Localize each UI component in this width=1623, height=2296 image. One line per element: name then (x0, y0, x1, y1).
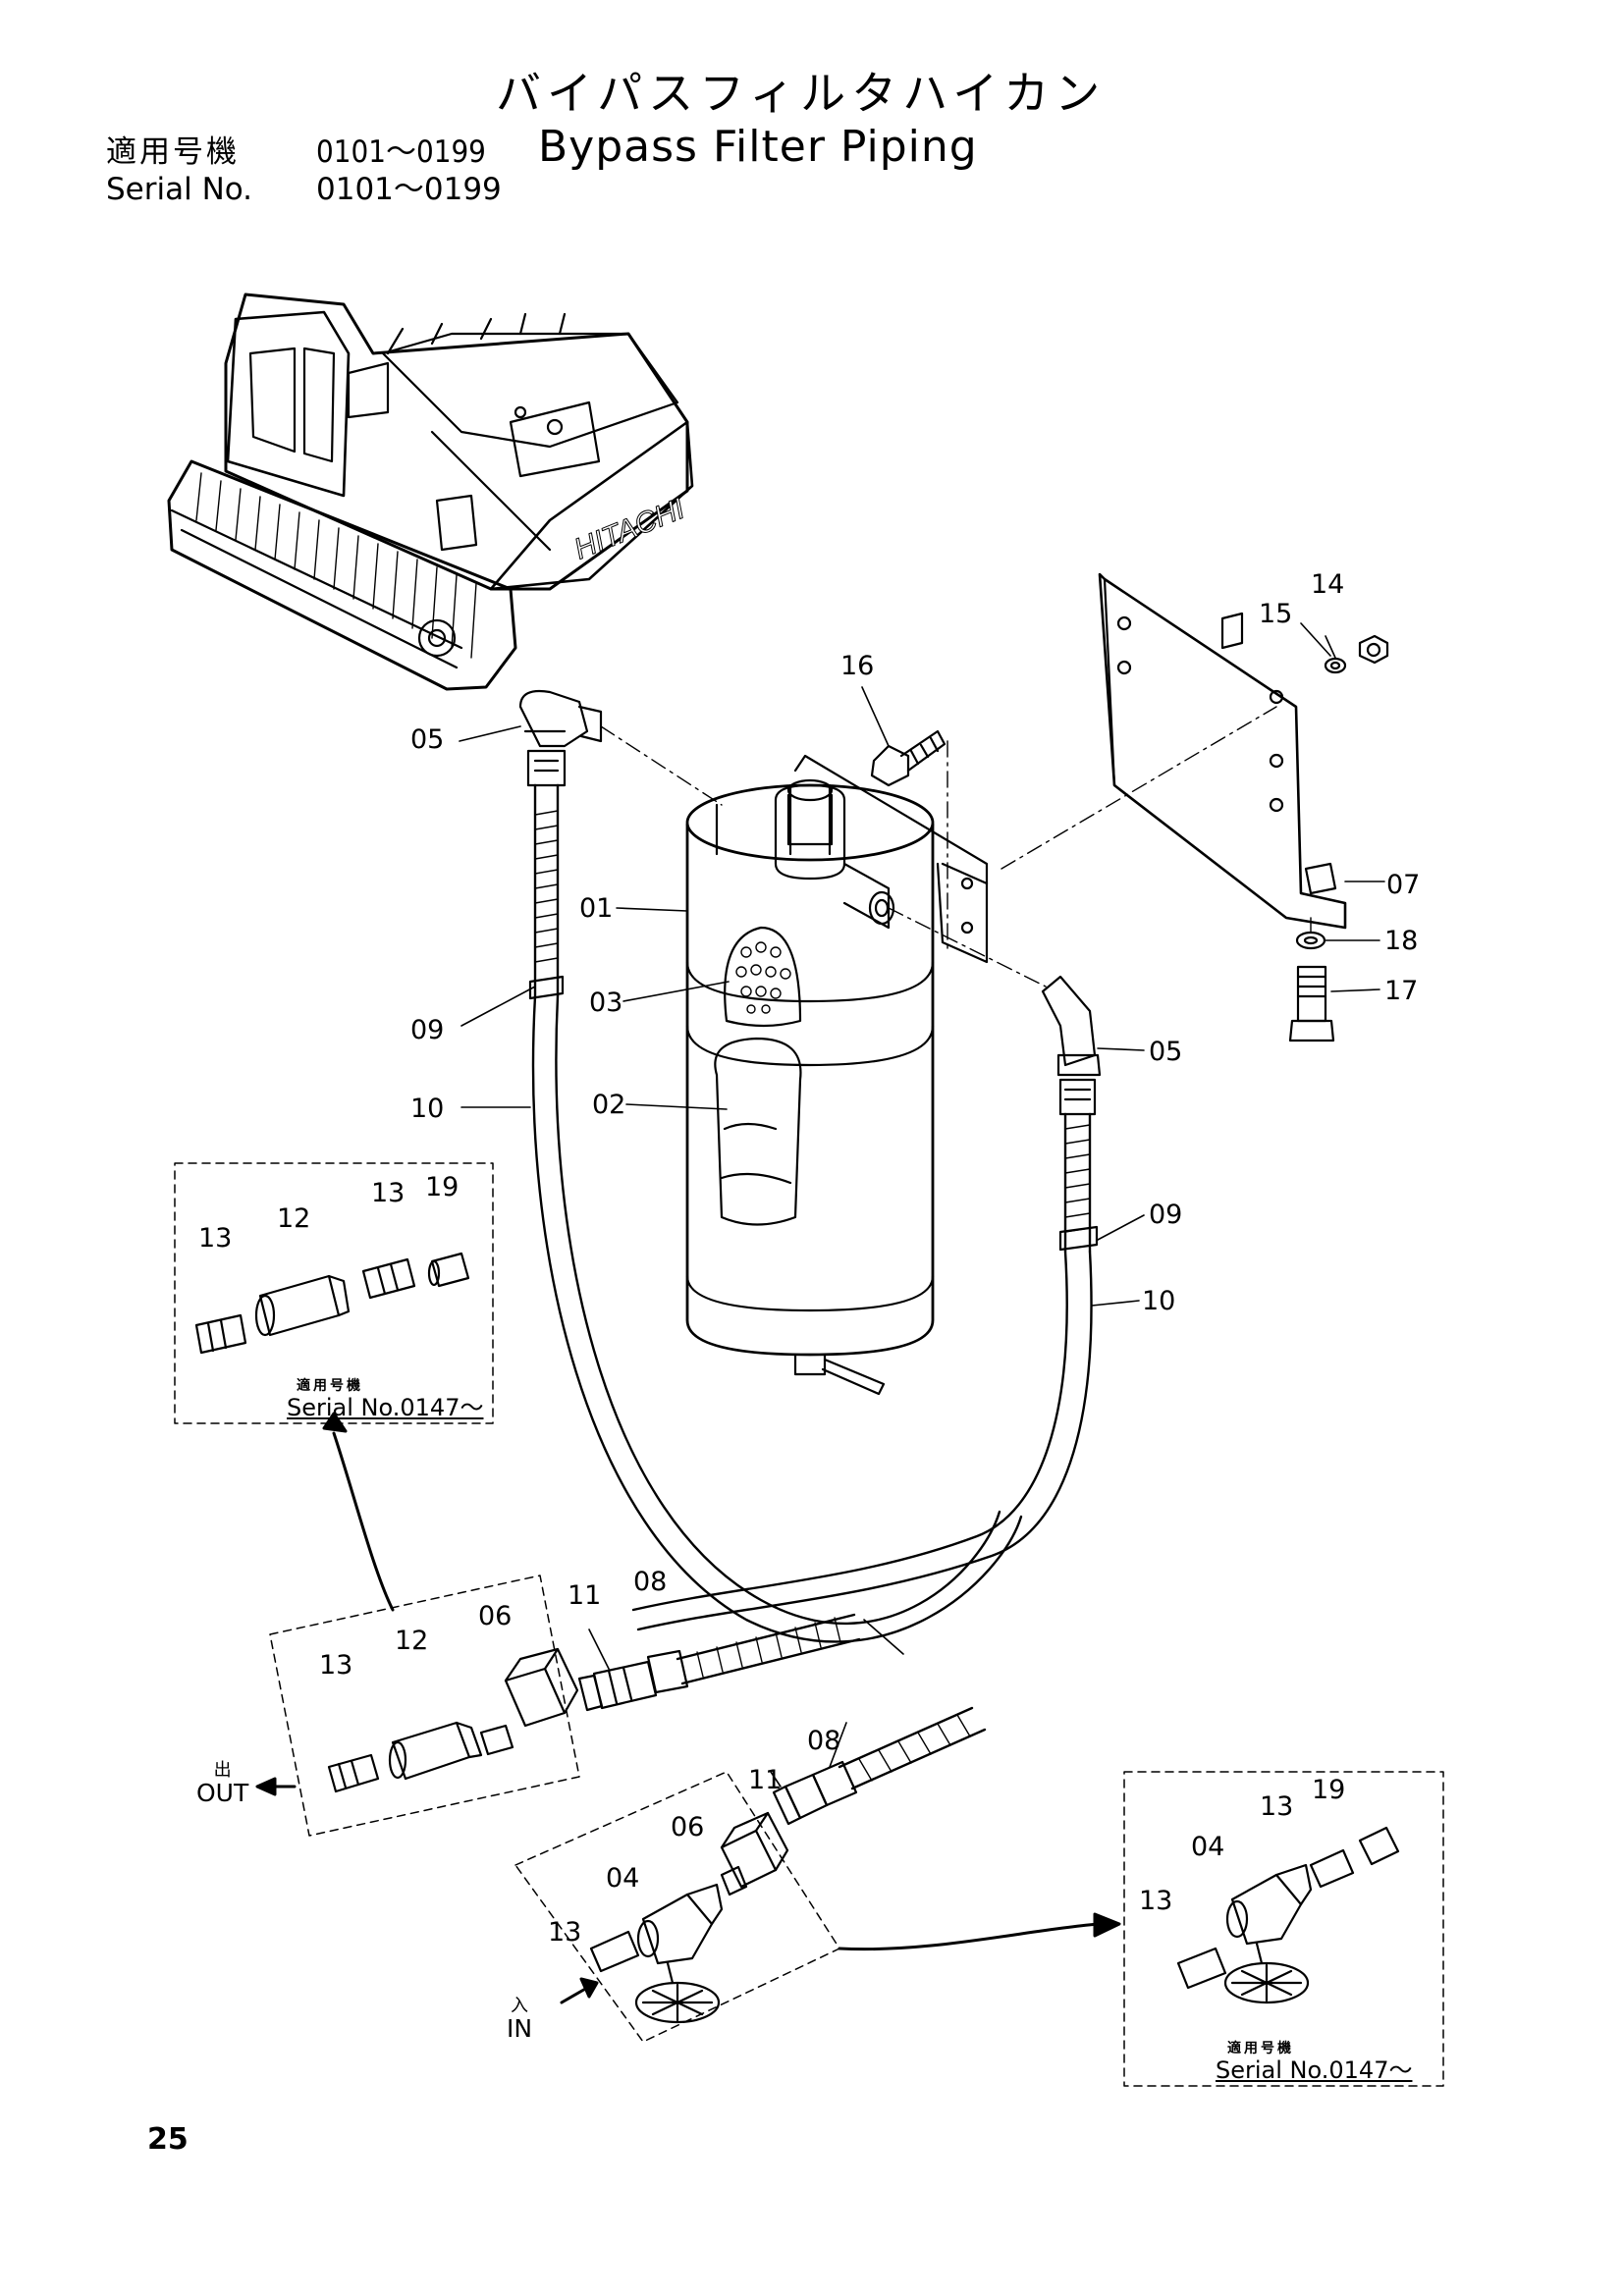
bypass-filter-assembly (685, 754, 989, 1396)
inlet-direction-label: 入 IN (507, 1996, 533, 2043)
label-part-05-right: 05 (1149, 1037, 1183, 1067)
label-part-15: 15 (1259, 599, 1293, 629)
washer-18 (1295, 931, 1326, 950)
label-in-part-06: 06 (671, 1812, 705, 1842)
hose-08-lower (811, 1706, 987, 1807)
label-part-10-right: 10 (1142, 1286, 1176, 1316)
outlet-direction-english: OUT (196, 1778, 249, 1807)
right-inset-serial-label-japanese: 適用号機 (1227, 2041, 1294, 2056)
hose-right (631, 1078, 1099, 1631)
label-in-part-08: 08 (807, 1726, 841, 1756)
washer-15 (1324, 657, 1347, 674)
label-left-inset-part-12: 12 (277, 1203, 311, 1234)
left-inset-box (174, 1162, 494, 1424)
label-out-part-06: 06 (478, 1601, 513, 1631)
label-part-09-right: 09 (1149, 1200, 1183, 1230)
label-out-part-11: 11 (568, 1580, 602, 1611)
label-part-01: 01 (579, 893, 614, 924)
label-in-part-11: 11 (748, 1765, 783, 1795)
serial-range-japanese-line: 0101～0199 (316, 134, 486, 170)
outlet-fittings-group (269, 1575, 580, 1837)
outlet-direction-japanese: 出 (213, 1760, 232, 1781)
adapter-11-lower (772, 1773, 829, 1826)
label-left-inset-part-19: 19 (425, 1172, 460, 1202)
bolt-16 (870, 729, 947, 787)
label-out-part-13: 13 (319, 1650, 353, 1681)
label-part-05-top: 05 (410, 724, 445, 755)
title-japanese: バイパスフィルタハイカン (496, 67, 1107, 120)
excavator-brand-text: HITACHI (569, 493, 689, 566)
label-part-14: 14 (1311, 569, 1345, 600)
right-inset-box (1123, 1771, 1444, 2087)
label-out-part-12: 12 (395, 1626, 429, 1656)
label-in-part-04: 04 (606, 1863, 640, 1894)
label-right-inset-part-13b: 13 (1260, 1791, 1294, 1822)
serial-label-english: Serial No. (106, 172, 253, 207)
label-part-03: 03 (589, 988, 623, 1018)
label-part-09-left: 09 (410, 1015, 445, 1045)
label-part-02: 02 (592, 1090, 626, 1120)
serial-label-japanese: 適用号機 (106, 134, 240, 170)
label-left-inset-part-13b: 13 (371, 1178, 406, 1208)
elbow-05-right (1041, 975, 1102, 1077)
label-part-10-left: 10 (410, 1094, 445, 1124)
label-part-17: 17 (1384, 976, 1419, 1006)
label-part-18: 18 (1384, 926, 1419, 956)
left-inset-serial-text: Serial No.0147～ (287, 1394, 484, 1421)
label-part-07: 07 (1386, 870, 1421, 900)
label-right-inset-part-04: 04 (1191, 1832, 1225, 1862)
arrows (255, 1412, 1121, 2004)
page-number: 25 (147, 2122, 189, 2157)
outlet-direction-label: 出 OUT (196, 1760, 249, 1807)
leader-lines (459, 622, 1385, 1788)
hose-left (526, 749, 1023, 1643)
inlet-direction-english: IN (507, 2013, 533, 2043)
label-right-inset-part-13a: 13 (1139, 1886, 1173, 1916)
label-part-16: 16 (840, 651, 875, 681)
left-inset-serial-label-japanese: 適用号機 (297, 1378, 363, 1394)
adapter-11-upper (577, 1660, 658, 1712)
nut-14 (1358, 634, 1389, 665)
serial-range-english-line: 0101～0199 (316, 172, 502, 207)
label-out-part-08: 08 (633, 1567, 668, 1597)
hose-08-upper (646, 1613, 861, 1694)
elbow-05-top (518, 689, 603, 748)
right-inset-serial-text: Serial No.0147～ (1216, 2056, 1413, 2084)
mounting-bracket-07 (1098, 572, 1347, 930)
bolt-17 (1288, 965, 1335, 1042)
label-left-inset-part-13a: 13 (198, 1223, 233, 1254)
inlet-direction-japanese: 入 (511, 1996, 529, 2016)
excavator-illustration: HITACHI (167, 293, 694, 691)
centerlines (600, 706, 1312, 988)
title-english: Bypass Filter Piping (538, 122, 978, 172)
label-right-inset-part-19: 19 (1312, 1775, 1346, 1805)
label-in-part-13: 13 (548, 1917, 582, 1948)
